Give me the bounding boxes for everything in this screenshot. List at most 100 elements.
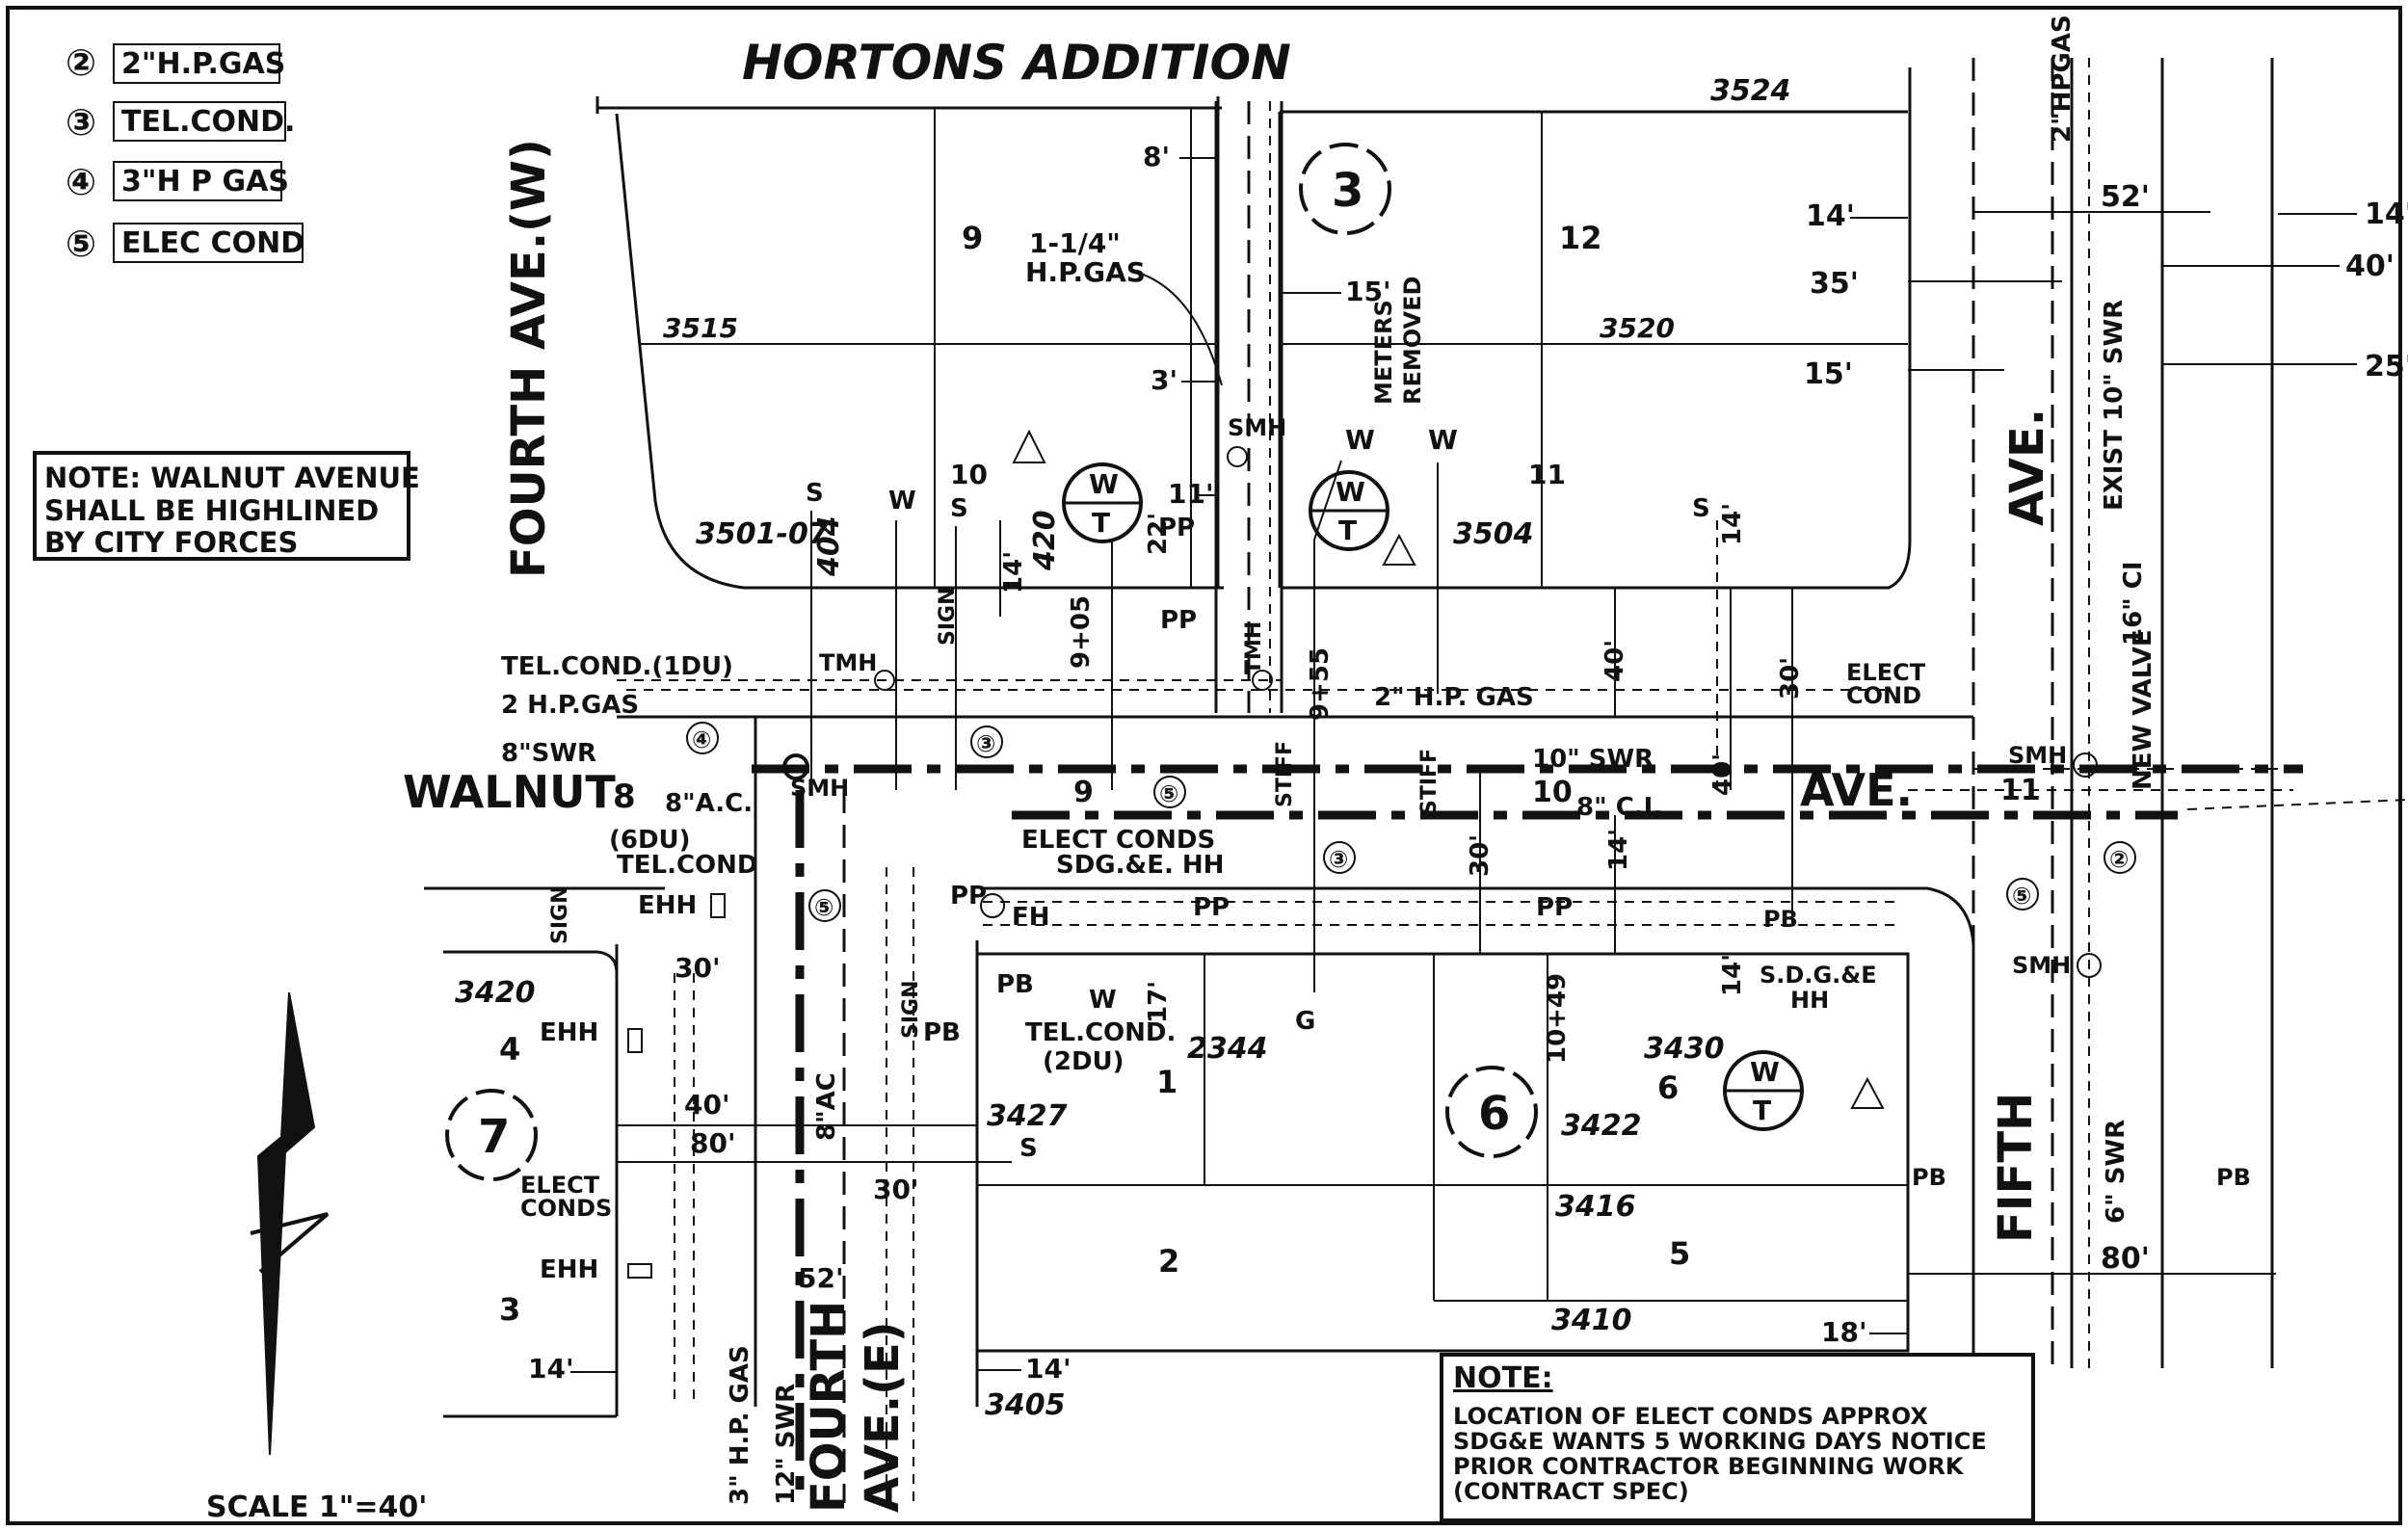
lot-9: 9 <box>962 220 983 256</box>
stiff-a: STIFF <box>1273 741 1297 807</box>
dim-52ft-east: 52' <box>2101 180 2150 214</box>
dim-14ft-b: 14' <box>1718 503 1747 545</box>
dim-35ft: 35' <box>1810 267 1859 301</box>
label-tel-cond: TEL.COND <box>617 851 757 880</box>
callout-3-b: ③ <box>1329 846 1348 873</box>
pp-a: PP <box>1158 514 1195 542</box>
north-service-lines <box>810 460 1793 992</box>
legend-box-1 <box>113 43 280 84</box>
scale-label: SCALE 1"=40' <box>206 1491 427 1524</box>
wt-w-1: W <box>1089 468 1119 500</box>
label-10-swr: 10" SWR <box>1532 745 1654 774</box>
label-w-south: W <box>1089 986 1117 1015</box>
dim-30ft-sw: 30' <box>675 952 721 984</box>
legend-box-4 <box>113 223 304 263</box>
dim-11ft: 11' <box>1168 478 1214 510</box>
label-sdge-hh: SDG.&E. HH <box>1056 851 1224 880</box>
north-block <box>595 67 1912 590</box>
label-elect-sw: ELECT <box>520 1172 600 1199</box>
label-hh: HH <box>1790 987 1829 1014</box>
label-8-swr: 8"SWR <box>501 739 596 768</box>
dim-22ft: 22' <box>1144 513 1173 555</box>
street-fifth-ave-label: AVE. <box>2000 409 2054 526</box>
block-7-label: 7 <box>478 1110 510 1164</box>
dim-8ft: 8' <box>1143 141 1170 172</box>
label-8-ac: 8"A.C. <box>665 789 753 818</box>
ehh-b: EHH <box>540 1255 598 1284</box>
walnut-ave-lines <box>424 679 2408 1349</box>
note-bottom-heading: NOTE: <box>1453 1361 1553 1395</box>
dim-80ft-fifth: 80' <box>2101 1242 2150 1276</box>
label-removed: REMOVED <box>1399 277 1426 405</box>
legend-label-2: TEL.COND. <box>121 105 295 139</box>
stiff-b: STIFF <box>1417 749 1442 815</box>
lot-10: 10 <box>950 459 988 490</box>
dim-17ft: 17' <box>1144 981 1173 1023</box>
label-tel-cond-idu: TEL.COND.(1DU) <box>501 652 733 681</box>
callout-3-a: ③ <box>976 730 995 757</box>
parcel-404: 404 <box>812 515 846 577</box>
label-6du: (6DU) <box>609 826 691 855</box>
block-3-label: 3 <box>1332 164 1363 218</box>
label-exist-10-swr: EXIST 10" SWR <box>2100 300 2129 511</box>
wt-t-1: T <box>1092 507 1110 539</box>
dim-30ft-sw-b: 30' <box>873 1174 919 1205</box>
label-12-swr: 12" SWR <box>772 1384 801 1505</box>
street-fifth: FIFTH <box>1989 1093 2043 1243</box>
pp-b: PP <box>1160 606 1197 635</box>
sign-label-b: SIGN <box>548 886 572 945</box>
label-2du: (2DU) <box>1043 1047 1125 1076</box>
dim-80ft-a: 30' <box>1776 657 1805 700</box>
dim-14ft-s: 14' <box>1718 954 1747 996</box>
note-bottom-line4: (CONTRACT SPEC) <box>1453 1478 1689 1505</box>
label-8-ci: 8" C.I. <box>1576 793 1662 822</box>
lot-2: 2 <box>1158 1243 1179 1280</box>
sheet-border <box>6 6 2402 1525</box>
block-3-marker: 3 <box>1299 143 1391 235</box>
smh-walnut: SMH <box>2008 742 2067 769</box>
dim-14ft-south: 14' <box>1025 1353 1072 1385</box>
legend-label-1: 2"H.P.GAS <box>121 47 285 81</box>
dim-14ft-east: 14' <box>1806 199 1855 233</box>
dim-18ft: 18' <box>1821 1316 1867 1348</box>
dim-3ft: 3' <box>1151 364 1178 396</box>
label-s-south: S <box>1019 1134 1038 1163</box>
north-arrow <box>250 991 330 1456</box>
ehh-a: EHH <box>540 1018 598 1047</box>
label-elect-east: ELECT <box>1846 659 1926 686</box>
wt-t-2: T <box>1338 515 1357 546</box>
label-cond-east: COND <box>1846 682 1921 709</box>
street-fourth-e-1: FOURTH <box>802 1301 856 1513</box>
dim-40ft-east: 40' <box>2345 250 2395 283</box>
label-meters: METERS <box>1370 300 1397 405</box>
label-6-swr: 6" SWR <box>2102 1120 2130 1224</box>
dim-52ft-walnut: 40' <box>1708 753 1737 796</box>
block-6-marker: 6 <box>1445 1066 1538 1158</box>
legend-box-2 <box>113 101 286 142</box>
callout-5-b: ⑤ <box>2012 883 2031 910</box>
label-3-hp-gas: 3" H.P. GAS <box>726 1345 754 1505</box>
callout-5-c: ⑤ <box>814 894 834 921</box>
label-s-b: S <box>950 494 968 523</box>
pp-c: PP <box>1193 893 1230 922</box>
label-tel-cond-2du: TEL.COND. <box>1025 1018 1176 1047</box>
sign-label-a: SIGN <box>936 588 960 647</box>
dim-30ft-walnut: 14' <box>1604 829 1633 871</box>
legend-num-4: ⑤ <box>66 223 96 265</box>
pb-b: PB <box>923 1018 961 1047</box>
wt-marker-3: W T <box>1723 1050 1885 1131</box>
label-hp-gas-114: H.P.GAS <box>1025 256 1146 288</box>
pp-d: PP <box>1536 893 1573 922</box>
lot-1: 1 <box>1156 1064 1178 1100</box>
dim-15ft-east: 15' <box>1804 357 1853 391</box>
sign-label-c: SIGN <box>899 981 923 1040</box>
tmh-a: TMH <box>819 649 877 676</box>
station-9-05: 9+05 <box>1067 595 1096 669</box>
legend-num-2: ③ <box>66 101 96 144</box>
wt-marker-1: W T <box>1012 429 1143 543</box>
parcel-420: 420 <box>1028 510 1062 571</box>
parcel-2344: 2344 <box>1187 1032 1268 1066</box>
legend-box-3 <box>113 161 282 201</box>
